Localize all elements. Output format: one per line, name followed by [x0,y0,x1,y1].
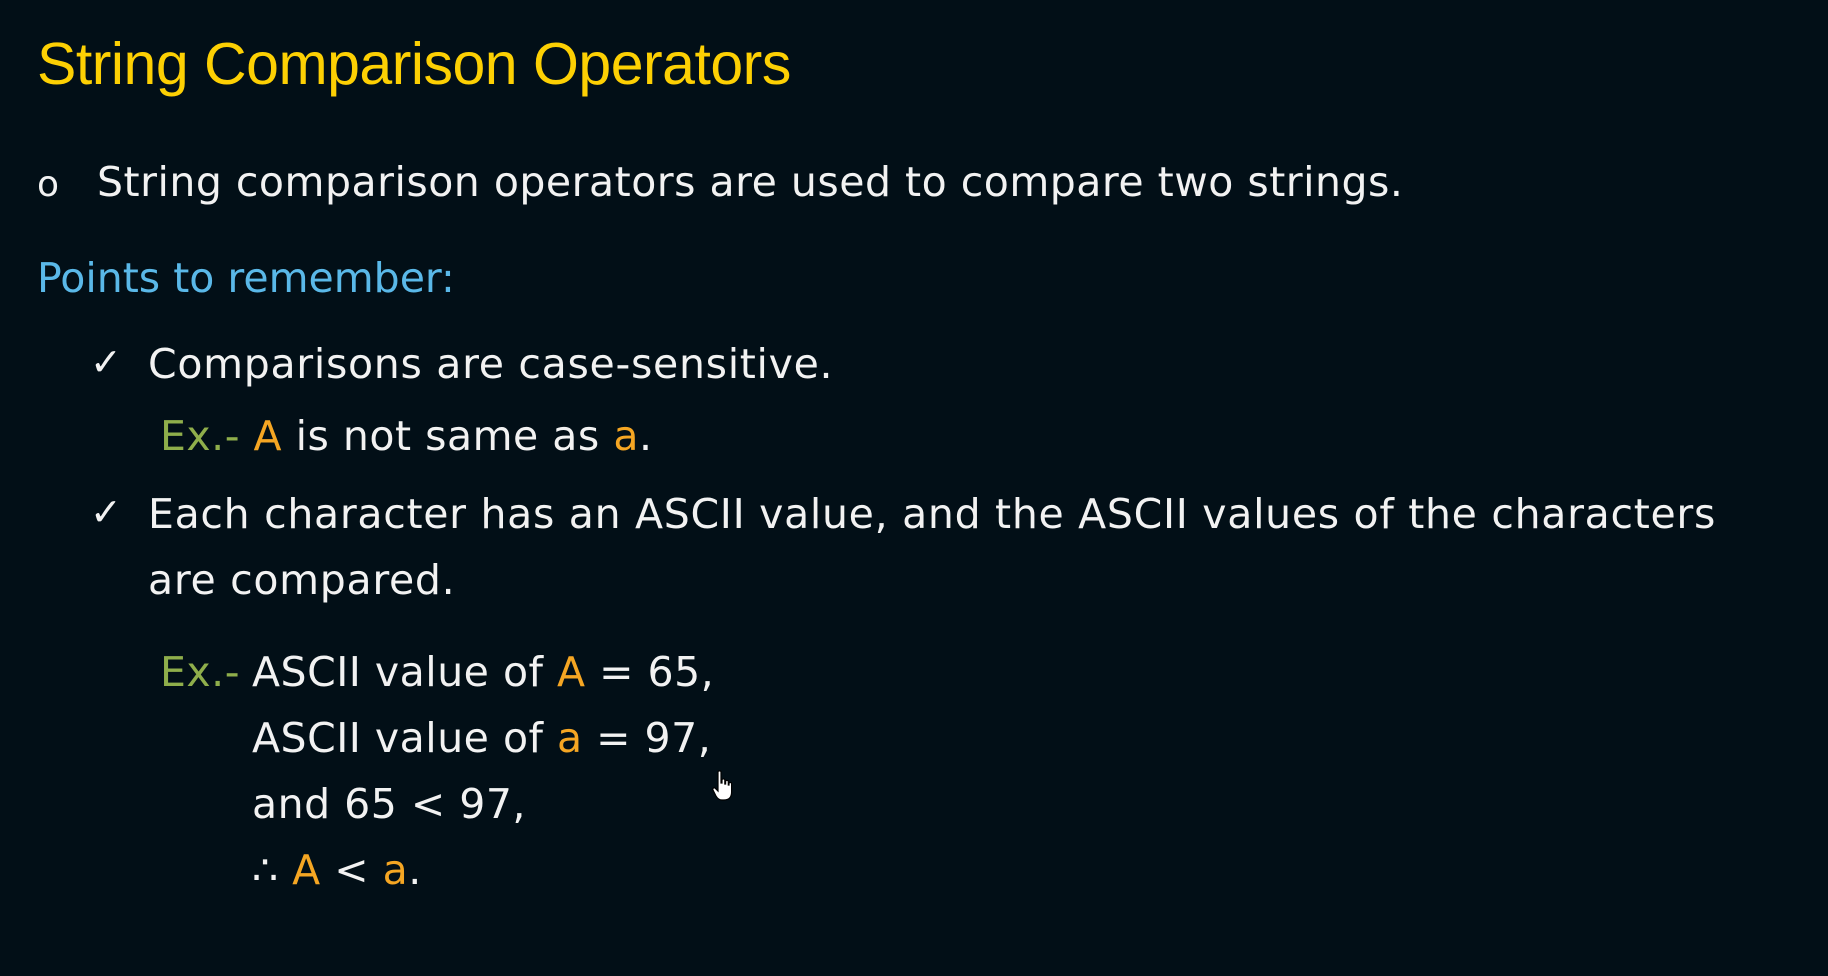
example-mid-text: is not same as [282,412,614,460]
point-1-example: Ex.- A is not same as a. [160,412,652,460]
example-label: Ex.- [160,648,240,696]
row-4-lower-a: a [382,846,409,894]
row-4-less-than: < [320,846,383,894]
row-2-prefix: ASCII value of [252,714,557,762]
row-1-prefix: ASCII value of [252,648,557,696]
example-period: . [638,412,653,460]
example-upper-a: A [253,412,283,460]
therefore-symbol: ∴ [252,846,293,894]
point-1-text: Comparisons are case-sensitive. [148,340,834,388]
checkmark-icon: ✓ [90,490,122,534]
points-subheading: Points to remember: [37,254,455,302]
hand-pointer-icon [712,770,734,802]
row-4-period: . [408,846,422,894]
intro-bullet: o String comparison operators are used to… [37,158,1403,206]
example-row-2: ASCII value of a = 97, [252,714,711,762]
point-2-line-1: Each character has an ASCII value, and t… [148,490,1717,538]
circle-bullet-icon: o [37,164,60,205]
row-4-upper-a: A [292,846,321,894]
slide-title: String Comparison Operators [37,31,791,97]
row-2-highlight: a [557,714,583,762]
example-row-3: and 65 < 97, [252,780,526,828]
example-row-1: ASCII value of A = 65, [252,648,714,696]
point-2-line-2: are compared. [148,556,456,604]
example-lower-a: a [613,412,639,460]
row-1-highlight: A [557,648,586,696]
example-label: Ex.- [160,412,240,460]
example-row-4: ∴ A < a. [252,846,422,894]
row-1-suffix: = 65, [585,648,715,696]
row-2-suffix: = 97, [582,714,712,762]
intro-text: String comparison operators are used to … [97,158,1404,206]
checkmark-icon: ✓ [90,340,122,384]
